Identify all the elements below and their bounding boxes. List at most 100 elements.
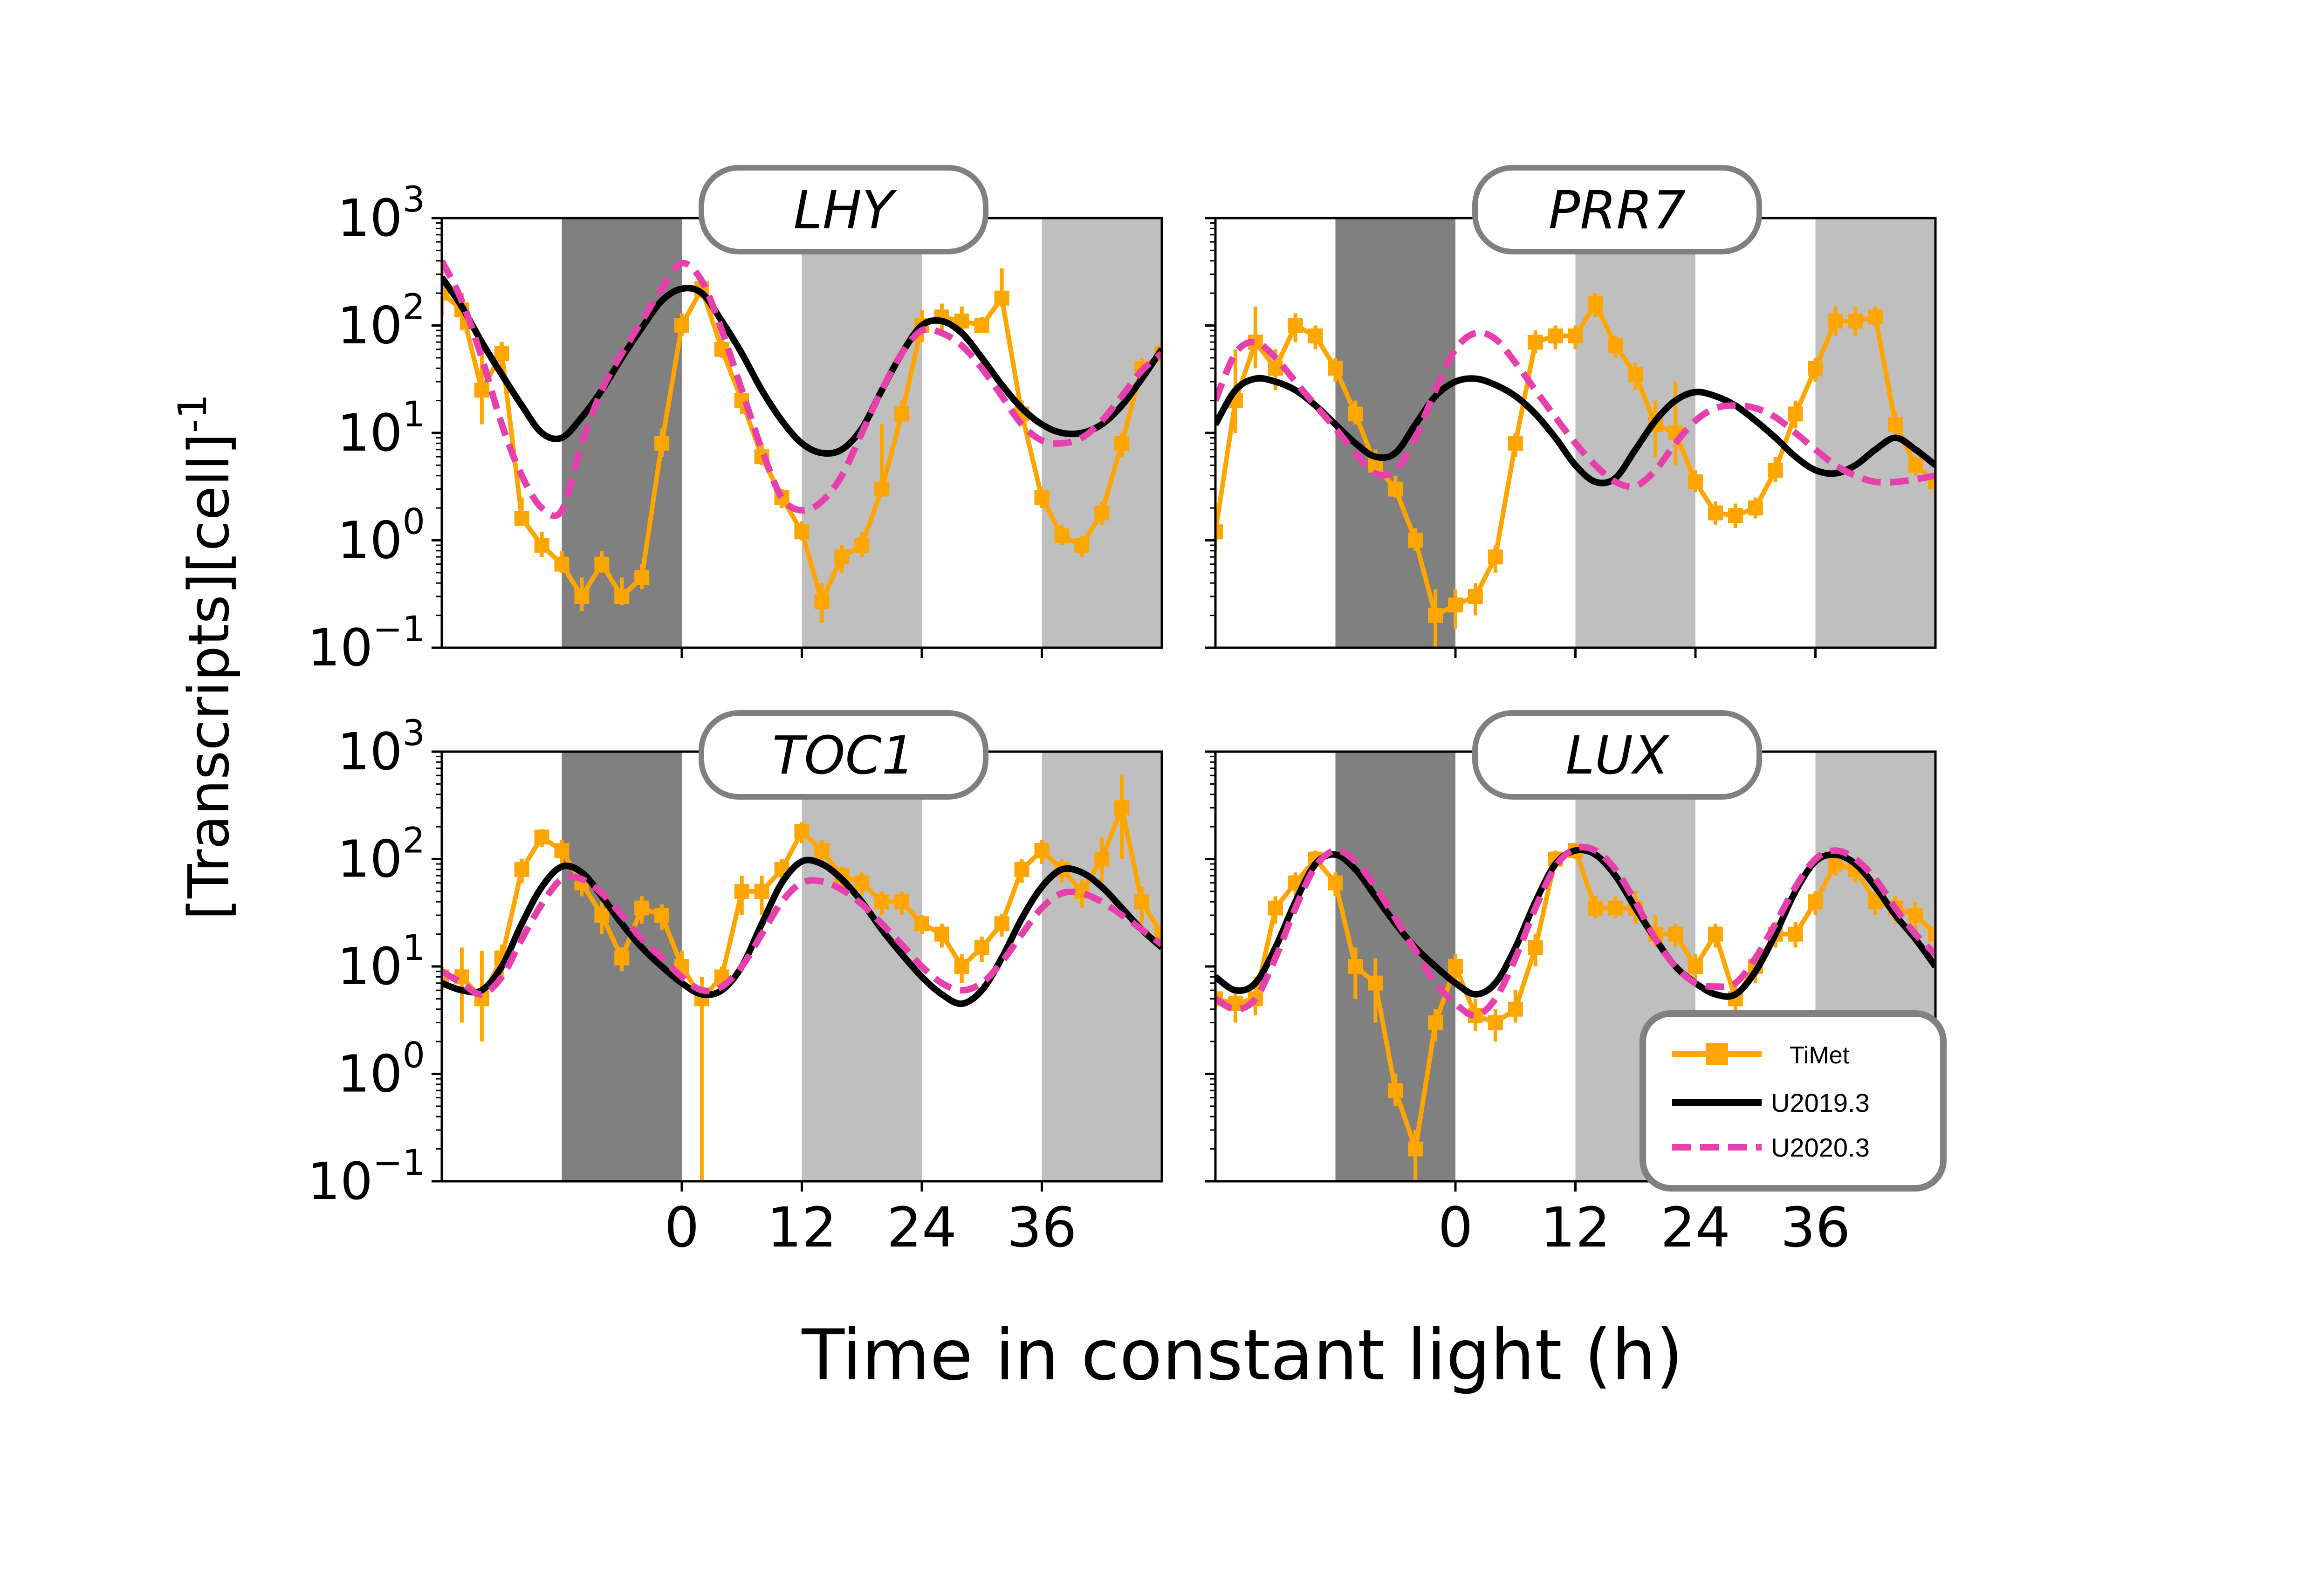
data-point (474, 383, 489, 398)
series-line-u2020 (1215, 329, 1935, 490)
series-line-u2019 (442, 856, 1162, 1007)
data-point (1074, 538, 1090, 553)
x-tick-label: 36 (1007, 1195, 1077, 1260)
x-tick-label: 12 (1540, 1195, 1610, 1260)
gene-label-box (699, 710, 988, 800)
legend: TiMet U2019.3 U2020.3 (1640, 1010, 1947, 1192)
y-axis-label-superscript: -1 (170, 394, 215, 433)
data-point (874, 894, 890, 910)
series-timet (1215, 293, 1935, 648)
data-point (1768, 462, 1783, 478)
data-point (514, 511, 529, 526)
data-point (1034, 843, 1050, 858)
data-point (854, 538, 870, 553)
data-point (974, 318, 989, 333)
data-point (1014, 862, 1029, 877)
data-point (914, 916, 929, 932)
y-tick-base: 10 (337, 403, 403, 463)
y-tick-exponent: 3 (403, 178, 425, 220)
y-tick-exponent: 1 (403, 927, 425, 968)
data-point (734, 884, 749, 899)
data-point (1114, 436, 1130, 451)
y-tick-base: 10 (337, 722, 403, 781)
series-u2020 (1215, 329, 1935, 490)
data-point (554, 556, 569, 572)
y-tick-label: 102 (337, 286, 425, 356)
data-point (1268, 900, 1283, 916)
y-tick-exponent: 0 (403, 501, 425, 542)
data-point (1908, 458, 1923, 473)
subjective-night-band-1 (802, 752, 922, 1181)
gene-label-box (699, 165, 988, 254)
y-tick-label: 100 (337, 501, 425, 570)
data-point (1408, 533, 1423, 548)
x-tick-label: 24 (1660, 1195, 1730, 1260)
data-point (814, 594, 830, 609)
x-axis (680, 648, 1043, 658)
y-axis-label-text: [Transcripts][cell] (177, 433, 242, 920)
y-tick-base: 10 (337, 511, 403, 570)
data-point (634, 900, 650, 916)
data-point (894, 406, 910, 422)
data-point (1388, 1083, 1403, 1098)
data-point (1588, 900, 1603, 916)
legend-marker-timet (1706, 1043, 1728, 1065)
data-point (1528, 335, 1543, 350)
series-u2019 (442, 856, 1162, 1007)
panel-prr7: PRR7 (1205, 165, 1937, 658)
data-point (1508, 1001, 1523, 1017)
y-tick-label: 100 (337, 1034, 425, 1104)
legend-label-timet: TiMet (1790, 1042, 1850, 1069)
y-tick-exponent: 2 (403, 820, 425, 861)
data-point (994, 916, 1009, 932)
data-point (1508, 436, 1523, 451)
data-point (1054, 528, 1070, 543)
series-timet (442, 775, 1162, 1181)
data-point (1348, 959, 1363, 974)
x-tick-label: 36 (1780, 1195, 1850, 1260)
y-tick-base: 10 (308, 618, 373, 678)
data-point (634, 570, 650, 585)
data-point (1528, 940, 1543, 955)
data-point (1728, 508, 1743, 523)
data-point (614, 950, 630, 966)
dark-period-band-0 (1335, 218, 1455, 648)
series-line-u2020 (442, 873, 1162, 998)
data-point (974, 940, 989, 955)
data-point (1134, 894, 1150, 910)
data-point (1448, 959, 1463, 974)
series-line-u2019 (1215, 375, 1935, 486)
series-u2020 (1215, 843, 1935, 1019)
data-point (1928, 926, 1935, 942)
y-axis-label: [Transcripts][cell]-1 (170, 394, 242, 920)
data-point (1688, 959, 1703, 974)
data-point (1748, 500, 1763, 516)
data-point (1828, 856, 1843, 872)
y-tick-label: 102 (337, 820, 425, 889)
x-tick-label: 0 (664, 1195, 699, 1260)
data-point (1488, 1015, 1503, 1030)
data-point (1348, 406, 1363, 422)
y-tick-exponent: 2 (403, 286, 425, 328)
data-point (1448, 597, 1463, 613)
y-tick-label: 101 (337, 393, 425, 463)
x-tick-label: 0 (1438, 1195, 1473, 1260)
data-point (1708, 926, 1723, 942)
y-tick-exponent: 3 (403, 712, 425, 753)
series-line-u2020 (1215, 843, 1935, 1019)
data-point (994, 290, 1009, 306)
data-point (1094, 851, 1110, 867)
data-point (1408, 1141, 1423, 1157)
data-point (1788, 926, 1803, 942)
data-point (874, 481, 890, 497)
y-tick-base: 10 (308, 1151, 373, 1211)
gene-label-box (1472, 165, 1762, 254)
data-point (1368, 975, 1383, 991)
data-point (1628, 367, 1643, 382)
data-point (934, 926, 949, 942)
data-point (514, 862, 529, 877)
